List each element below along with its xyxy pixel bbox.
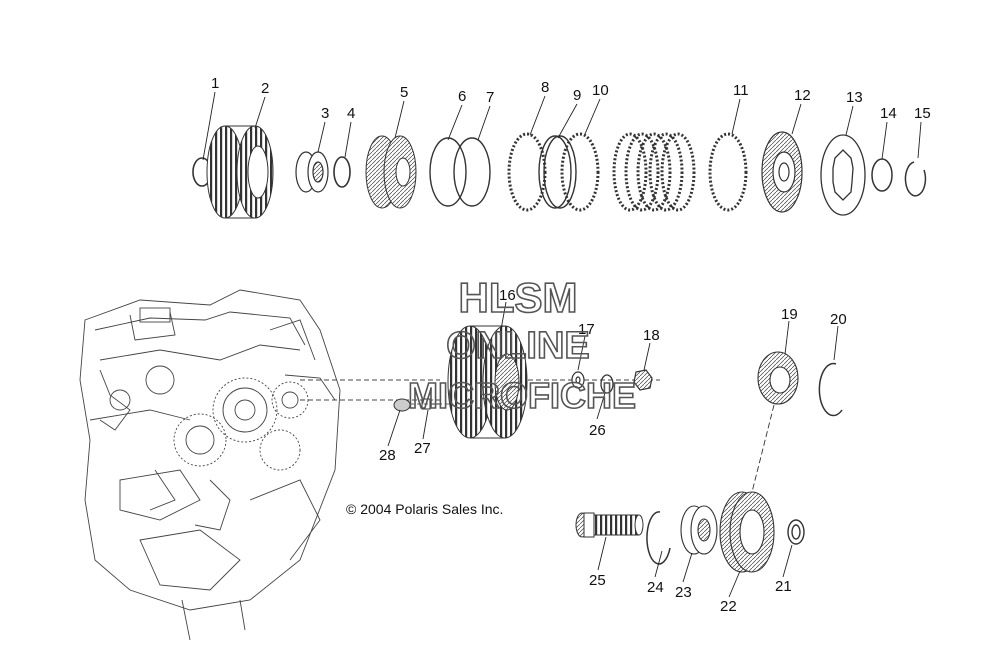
part-28-washer xyxy=(393,398,411,412)
part-label-1: 1 xyxy=(211,75,219,92)
part-12-pressure-plate xyxy=(761,131,803,213)
part-label-24: 24 xyxy=(647,579,664,596)
part-26-ring xyxy=(600,374,614,394)
part-label-16: 16 xyxy=(499,287,516,304)
watermark-line-1: HLSM xyxy=(459,274,578,321)
part-label-18: 18 xyxy=(643,327,660,344)
part-13-spring-plate xyxy=(820,134,866,216)
part-label-27: 27 xyxy=(414,440,431,457)
part-label-20: 20 xyxy=(830,311,847,328)
part-24-circlip xyxy=(646,511,671,565)
watermark-line-2: ONLINE xyxy=(446,325,590,367)
part-20-snap-ring xyxy=(818,362,843,417)
part-label-5: 5 xyxy=(400,84,408,101)
part-label-13: 13 xyxy=(846,89,863,106)
part-label-9: 9 xyxy=(573,87,581,104)
part-label-14: 14 xyxy=(880,105,897,122)
part-label-12: 12 xyxy=(794,87,811,104)
part-11-friction-plate xyxy=(708,132,748,212)
part-label-8: 8 xyxy=(541,79,549,96)
part-14-ring xyxy=(871,158,893,192)
part-23-bearing xyxy=(680,505,718,555)
copyright-notice: © 2004 Polaris Sales Inc. xyxy=(346,501,504,517)
part-19-hub xyxy=(757,351,799,405)
part-label-6: 6 xyxy=(458,88,466,105)
watermark: HLSM ONLINE MICROFICHE xyxy=(407,273,637,417)
part-label-11: 11 xyxy=(733,82,749,99)
part-label-4: 4 xyxy=(347,105,355,122)
engine-case-illustration xyxy=(79,289,660,641)
part-label-28: 28 xyxy=(379,447,396,464)
part-label-10: 10 xyxy=(592,82,609,99)
part-6-7-o-rings xyxy=(429,137,491,207)
part-label-3: 3 xyxy=(321,105,329,122)
part-label-7: 7 xyxy=(486,89,494,106)
part-16-clutch-basket xyxy=(447,325,528,439)
part-label-15: 15 xyxy=(914,105,931,122)
part-label-19: 19 xyxy=(781,306,798,323)
part-5-clutch-hub xyxy=(365,135,417,209)
part-label-22: 22 xyxy=(720,598,737,615)
part-25-shaft xyxy=(575,512,644,538)
leader-lines xyxy=(202,91,922,598)
part-17-washer xyxy=(571,371,585,389)
part-9-steel-plate xyxy=(538,135,577,209)
watermark-line-3: MICROFICHE xyxy=(408,375,636,416)
part-numbers: 1 2 3 4 5 6 7 8 9 10 11 12 13 14 15 16 1… xyxy=(211,75,931,615)
part-label-25: 25 xyxy=(589,572,606,589)
part-18-nut xyxy=(633,369,653,391)
part-label-17: 17 xyxy=(578,321,595,338)
part-15-circlip xyxy=(904,161,927,197)
part-4-ring xyxy=(333,156,351,188)
part-3-bearing xyxy=(295,151,329,193)
part-label-21: 21 xyxy=(775,578,792,595)
part-label-23: 23 xyxy=(675,584,692,601)
part-label-2: 2 xyxy=(261,80,269,97)
part-21-washer xyxy=(787,519,805,545)
part-2-clutch-basket xyxy=(206,125,274,219)
part-label-26: 26 xyxy=(589,422,606,439)
part-8-9-10-clutch-plates xyxy=(507,132,600,212)
part-22-housing xyxy=(719,491,775,573)
clutch-plate-stack xyxy=(612,132,696,212)
